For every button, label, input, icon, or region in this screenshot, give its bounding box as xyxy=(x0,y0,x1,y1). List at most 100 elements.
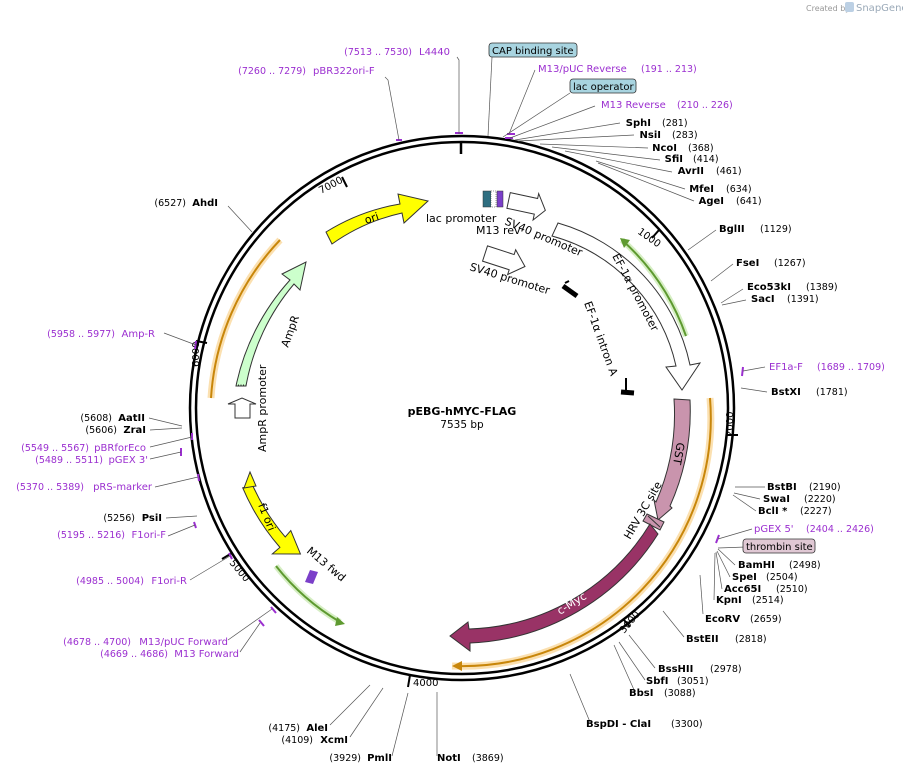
m13-rev-label: M13 rev xyxy=(476,224,521,237)
leader-m13-rev xyxy=(509,105,596,139)
primer-amp-r-name[interactable]: Amp-R xyxy=(122,329,156,340)
lac-marker-3 xyxy=(496,190,504,208)
site-ahdi-name[interactable]: AhdI xyxy=(192,198,218,209)
site-nsii-name[interactable]: NsiI xyxy=(640,130,661,141)
thrombin-box-label: thrombin site xyxy=(746,542,813,553)
ampr-arrow[interactable] xyxy=(235,261,307,387)
sv40-promoter-2-arrow[interactable] xyxy=(481,241,529,279)
site-clai-name[interactable]: BspDI - ClaI xyxy=(586,719,651,730)
site-agei-name[interactable]: AgeI xyxy=(699,196,724,207)
leader-bstxi xyxy=(740,387,768,393)
site-pmli-pos: (3929) xyxy=(329,753,361,764)
site-bsshii-name[interactable]: BssHII xyxy=(658,664,693,675)
site-bamhi-name[interactable]: BamHI xyxy=(738,560,775,571)
site-avrii-name[interactable]: AvrII xyxy=(678,166,704,177)
primer-m13puc-fwd-name[interactable]: M13/pUC Forward xyxy=(139,637,228,648)
ori-arrow[interactable] xyxy=(325,193,430,245)
primer-pgex5-name[interactable]: pGEX 5' xyxy=(754,524,794,535)
site-ecorv-name[interactable]: EcoRV xyxy=(705,614,740,625)
leader-spei xyxy=(716,550,731,578)
primer-tick-m13-fwd xyxy=(258,619,265,627)
site-sbfi-name[interactable]: SbfI xyxy=(646,676,668,687)
site-bglii-name[interactable]: BglII xyxy=(719,224,745,235)
site-aatii-name[interactable]: AatII xyxy=(118,413,145,424)
primer-ef1a-f-range: (1689 .. 1709) xyxy=(817,362,885,373)
site-eco53ki-pos: (1389) xyxy=(806,282,838,293)
cmyc-arrow[interactable] xyxy=(449,523,659,652)
site-bsteii-name[interactable]: BstEII xyxy=(686,634,719,645)
site-fsei-name[interactable]: FseI xyxy=(736,258,759,269)
leader-lines xyxy=(148,56,768,757)
site-bstxi-name[interactable]: BstXI xyxy=(771,387,801,398)
primer-tick-prs-marker xyxy=(197,473,200,482)
thrombin-box[interactable] xyxy=(742,538,816,554)
site-alei-name[interactable]: AleI xyxy=(306,723,328,734)
leader-bsteii xyxy=(662,610,685,638)
site-labels: SphI (281) NsiI (283) NcoI (368) SfiI (4… xyxy=(80,118,847,764)
primer-pbr322-name[interactable]: pBR322ori-F xyxy=(313,66,375,77)
ef1a-promoter-arrow[interactable] xyxy=(551,222,702,391)
leader-sphi xyxy=(514,122,621,141)
primer-pgex3-range: (5489 .. 5511) xyxy=(35,455,103,466)
site-bamhi-pos: (2498) xyxy=(789,560,821,571)
site-mfei-name[interactable]: MfeI xyxy=(689,184,714,195)
site-saci-name[interactable]: SacI xyxy=(751,294,775,305)
primer-l4440-name[interactable]: L4440 xyxy=(419,47,450,58)
tick-label-5000: 5000 xyxy=(227,558,252,585)
tick-6000 xyxy=(195,340,208,344)
site-sphi-pos: (281) xyxy=(662,118,688,129)
cap-box[interactable] xyxy=(488,42,578,58)
site-ncoi-name[interactable]: NcoI xyxy=(652,143,677,154)
primer-m13-rev-name[interactable]: M13 Reverse xyxy=(601,100,666,111)
site-pmli-name[interactable]: PmlI xyxy=(367,753,392,764)
snapgene-brand: Created by SnapGene xyxy=(806,2,903,14)
leader-cap xyxy=(487,56,493,137)
primer-prs-marker-name[interactable]: pRS-marker xyxy=(93,482,153,493)
m13-fwd-marker xyxy=(305,570,318,584)
leader-m13-fwd xyxy=(239,622,261,653)
site-avrii-pos: (461) xyxy=(716,166,742,177)
site-zrai-name[interactable]: ZraI xyxy=(123,425,146,436)
site-eco53ki-name[interactable]: Eco53kI xyxy=(747,282,791,293)
primer-labels: L4440 (7513 .. 7530) pBR322ori-F (7260 .… xyxy=(16,47,885,660)
site-bstbi-name[interactable]: BstBI xyxy=(767,482,797,493)
gst-arrow[interactable] xyxy=(653,398,691,521)
plasmid-name: pEBG-hMYC-FLAG xyxy=(408,405,517,418)
tick-7000 xyxy=(341,176,348,188)
site-kpni-name[interactable]: KpnI xyxy=(716,595,742,606)
site-sphi-name[interactable]: SphI xyxy=(626,118,651,129)
site-bbsi-pos: (3088) xyxy=(664,688,696,699)
leader-mfei xyxy=(595,160,686,190)
cap-box-label: CAP binding site xyxy=(492,46,574,57)
primer-f1ori-r-name[interactable]: F1ori-R xyxy=(151,576,187,587)
leader-pbrforeco xyxy=(149,436,193,448)
primer-m13puc-rev-name[interactable]: M13/pUC Reverse xyxy=(538,64,627,75)
primer-pbrforeco-name[interactable]: pBRforEco xyxy=(94,443,146,454)
primer-m13-fwd-name[interactable]: M13 Forward xyxy=(174,649,239,660)
primer-pgex3-name[interactable]: pGEX 3' xyxy=(108,455,148,466)
primer-f1ori-f-name[interactable]: F1ori-F xyxy=(132,530,167,541)
site-swai-name[interactable]: SwaI xyxy=(763,494,790,505)
site-nsii-pos: (283) xyxy=(672,130,698,141)
site-noti-name[interactable]: NotI xyxy=(437,753,461,764)
leader-ef1a-f xyxy=(742,366,766,372)
f1-ori-arrow[interactable] xyxy=(242,482,302,558)
site-xcmi-name[interactable]: XcmI xyxy=(320,735,348,746)
site-acc65i-name[interactable]: Acc65I xyxy=(724,584,761,595)
site-bbsi-name[interactable]: BbsI xyxy=(629,688,653,699)
site-sfii-name[interactable]: SfiI xyxy=(665,154,683,165)
leader-pmli xyxy=(391,692,409,757)
primer-ef1a-f-name[interactable]: EF1a-F xyxy=(769,362,803,373)
leader-fsei xyxy=(710,263,734,282)
leader-m13puc-rev xyxy=(508,69,536,135)
lac-operator-box[interactable] xyxy=(569,78,637,94)
primer-tick-m13puc-fwd xyxy=(270,606,277,614)
site-bcli-name[interactable]: BclI * xyxy=(758,506,788,517)
site-psii-name[interactable]: PsiI xyxy=(142,513,162,524)
site-spei-name[interactable]: SpeI xyxy=(732,572,757,583)
ori-label: ori xyxy=(363,210,381,227)
sv40-promoter-1-arrow[interactable] xyxy=(506,188,549,222)
site-sfii-pos: (414) xyxy=(693,154,719,165)
ampr-promoter-arrow[interactable] xyxy=(227,397,257,419)
leader-nsii xyxy=(517,134,635,142)
